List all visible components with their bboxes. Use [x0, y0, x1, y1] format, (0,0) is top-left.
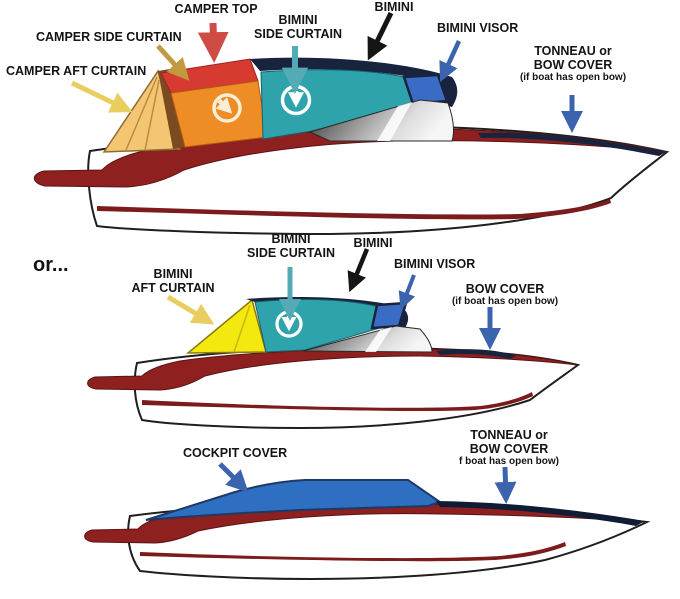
tonneau-arrow	[494, 466, 517, 504]
bimini-visor-arrow	[398, 274, 416, 310]
boat3-cockpit-cover	[145, 479, 443, 521]
boat1-camper-aft-fold-lines	[125, 76, 160, 151]
boat1-camper-configuration	[33, 11, 670, 236]
label-note: (if boat has open bow)	[519, 72, 627, 83]
label-text: BIMINI	[271, 232, 311, 246]
label-text: BIMINI	[153, 267, 193, 281]
label-text: TONNEAU or	[470, 428, 548, 442]
label-text: SIDE CURTAIN	[247, 246, 335, 260]
label-tonneau-boat3: TONNEAU or BOW COVER f boat has open bow…	[446, 428, 572, 467]
boat1-windshield-highlight	[377, 102, 412, 141]
label-note: f boat has open bow)	[459, 456, 559, 467]
boat1-windshield	[308, 99, 454, 142]
boat1-bimini-panel	[250, 57, 458, 107]
bimini-aft-curtain-arrow	[166, 294, 215, 325]
label-tonneau-boat1: TONNEAU or BOW COVER (if boat has open b…	[510, 44, 636, 83]
boat2-bimini-panel	[246, 296, 409, 328]
label-text: BOW COVER	[469, 442, 549, 456]
cockpit-cover-arrow	[218, 462, 249, 493]
boat2-aft-fold-line	[233, 304, 251, 353]
bimini-arrow	[347, 248, 370, 293]
boat3-covered-configuration	[84, 462, 651, 581]
label-bimini-side-curtain-boat1: BIMINI SIDE CURTAIN	[248, 13, 348, 41]
label-text: BIMINI VISOR	[394, 257, 476, 271]
bimini-arrow	[367, 11, 394, 61]
boat2-bimini-aft-curtain-panel	[185, 298, 267, 354]
label-note: (if boat has open bow)	[451, 296, 559, 307]
boat2-windshield-highlight	[365, 327, 392, 352]
label-text: BOW COVER	[465, 282, 545, 296]
label-cockpit-cover: COCKPIT COVER	[183, 446, 287, 460]
label-camper-top: CAMPER TOP	[168, 2, 264, 16]
label-bimini-visor-boat2: BIMINI VISOR	[394, 257, 475, 271]
or-divider-text: or...	[33, 254, 69, 276]
label-text: BIMINI	[278, 13, 318, 27]
circle-arrow-icon	[212, 93, 242, 123]
label-bimini-visor-boat1: BIMINI VISOR	[437, 21, 518, 35]
boat1-bow-cover-sliver	[478, 132, 666, 156]
label-bimini-boat2: BIMINI	[348, 236, 398, 250]
boat2-windshield	[302, 325, 433, 353]
boat2-bimini-configuration	[87, 248, 581, 430]
bimini-visor-arrow	[439, 40, 462, 83]
label-bimini-side-curtain-boat2: BIMINI SIDE CURTAIN	[242, 232, 340, 260]
label-text: COCKPIT COVER	[183, 446, 288, 460]
label-text: TONNEAU or	[534, 44, 612, 58]
label-bimini-aft-curtain: BIMINI AFT CURTAIN	[124, 267, 222, 295]
boat3-thin-stripe	[140, 542, 566, 562]
camper-top-arrow	[197, 22, 229, 63]
label-bow-cover-boat2: BOW COVER (if boat has open bow)	[442, 282, 568, 307]
boat1-camper-side-curtain-panel	[170, 80, 268, 148]
camper-side-curtain-arrow	[156, 44, 190, 81]
label-bimini-boat1: BIMINI	[368, 0, 420, 14]
boat1-camper-frame-divider	[158, 69, 185, 149]
label-camper-top-text: CAMPER TOP	[174, 2, 258, 16]
label-text: BIMINI VISOR	[437, 21, 519, 35]
label-camper-aft-curtain: CAMPER AFT CURTAIN	[6, 64, 146, 78]
boat2-bow-cover-sliver	[436, 349, 516, 359]
camper-aft-curtain-arrow	[70, 80, 133, 113]
boat1-thin-stripe	[97, 199, 611, 220]
boat3-bow-cover-sliver	[436, 501, 645, 526]
label-text: BIMINI	[353, 236, 393, 250]
label-text: BOW COVER	[533, 58, 613, 72]
label-text: AFT CURTAIN	[131, 281, 215, 295]
label-camper-aft-curtain-text: CAMPER AFT CURTAIN	[6, 64, 147, 78]
label-text: SIDE CURTAIN	[254, 27, 342, 41]
label-camper-side-curtain-text: CAMPER SIDE CURTAIN	[36, 30, 182, 44]
boat2-thin-stripe	[142, 392, 533, 412]
label-camper-side-curtain: CAMPER SIDE CURTAIN	[36, 30, 182, 44]
boat1-bimini-visor-panel	[402, 73, 449, 106]
label-text: BIMINI	[374, 0, 414, 14]
